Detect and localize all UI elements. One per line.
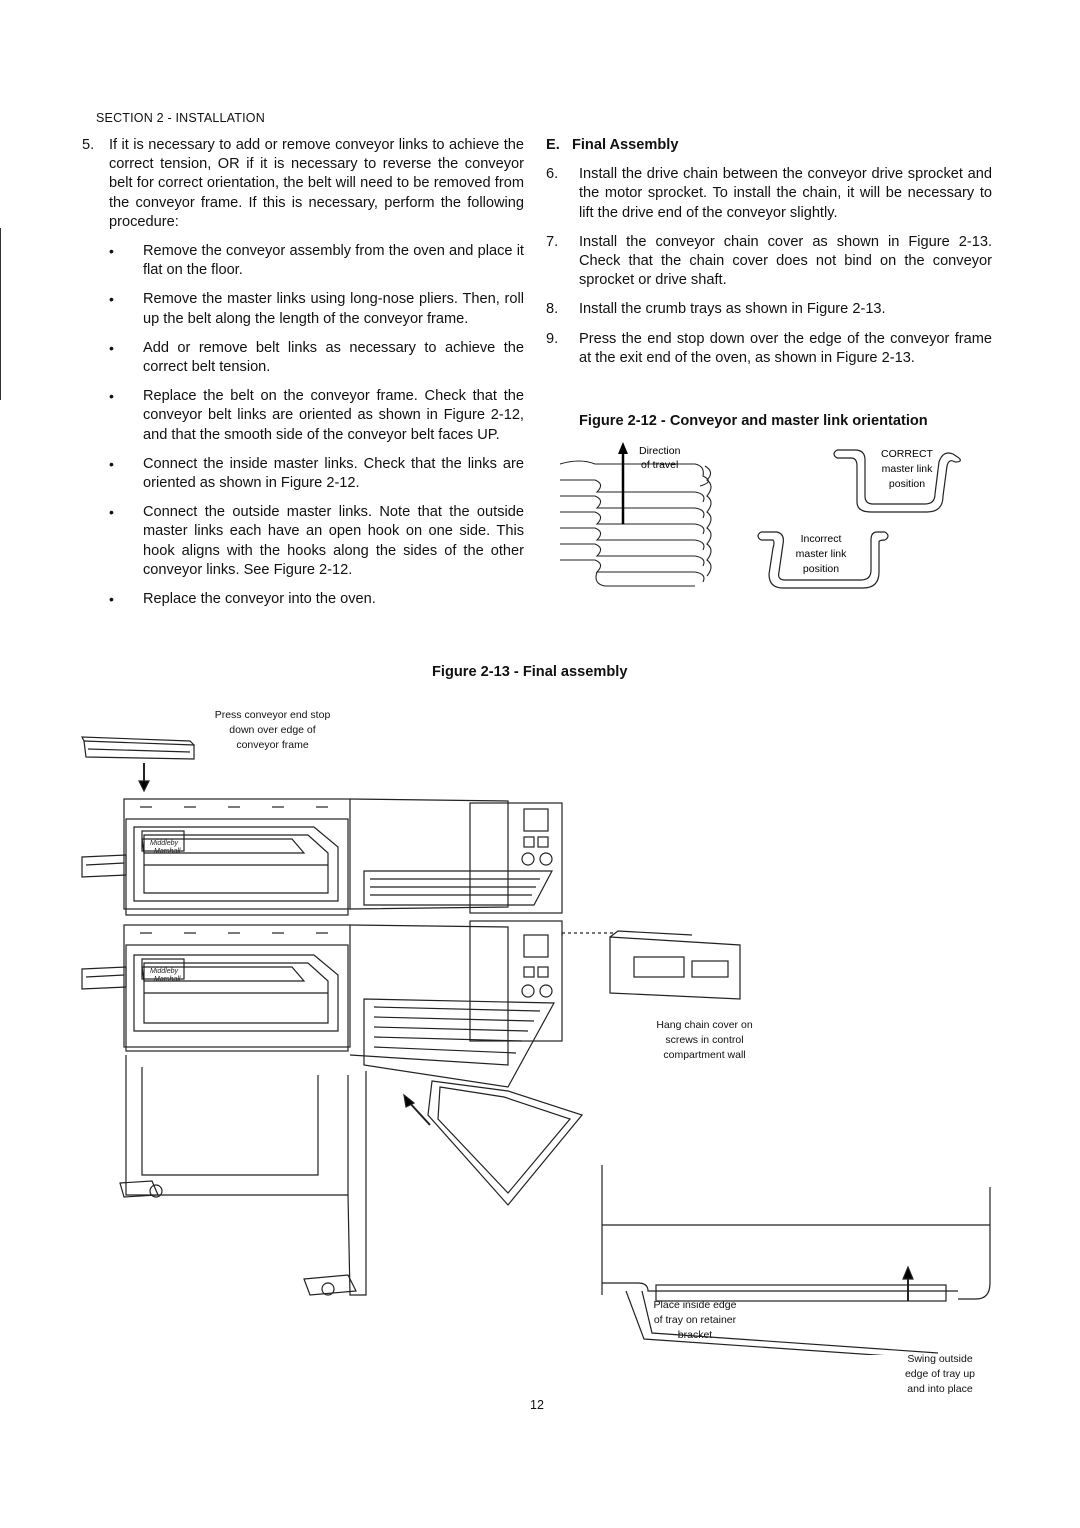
tray-inside-label: Place inside edge of tray on retainer br… [630,1298,760,1343]
direction-label-2: of travel [641,459,678,471]
chain-cover-label-line: compartment wall [663,1049,746,1061]
swing-label: Swing outside edge of tray up and into p… [880,1352,1000,1397]
down-arrow-icon [138,763,150,793]
bullet-item: • Remove the master links using long-nos… [109,290,524,328]
chain-cover-icon [609,930,741,1000]
figure-2-12-caption: Figure 2-12 - Conveyor and master link o… [579,413,928,429]
bullet-text: Remove the master links using long-nose … [143,291,524,327]
figure-2-13-caption: Figure 2-13 - Final assembly [432,664,628,680]
incorrect-label-2: master link [796,548,848,560]
tray-label-line: of tray on retainer [653,1314,737,1326]
figure-2-12-diagram: Direction of travel CORRECT master link … [559,442,961,589]
correct-label-3: position [889,478,925,490]
section-heading: E. Final Assembly [546,137,679,153]
tray-retainer-detail-icon [601,1165,991,1355]
bullet-item: • Remove the conveyor assembly from the … [109,242,524,280]
step-text: Install the conveyor chain cover as show… [579,233,992,289]
bullet-item: • Replace the belt on the conveyor frame… [109,387,524,445]
bullet-item: • Connect the inside master links. Check… [109,455,524,493]
oven-lower-icon: Middleby Marshall [81,920,563,1088]
bullet-text: Connect the outside master links. Note t… [143,504,524,578]
swing-label-line: edge of tray up [904,1368,976,1380]
bullet-item: • Connect the outside master links. Note… [109,503,524,580]
step-text: If it is necessary to add or remove conv… [109,137,524,230]
correct-label-1: CORRECT [881,448,934,460]
swing-label-line: and into place [907,1383,973,1395]
brand-name-lower: Middleby [150,968,179,975]
bullet-item: • Add or remove belt links as necessary … [109,339,524,377]
tray-retainer-arrow-icon [902,1265,914,1301]
page-number: 12 [530,1398,544,1412]
bullet-text: Replace the belt on the conveyor frame. … [143,388,524,443]
step-9: 9. Press the end stop down over the edge… [546,330,992,368]
step-number: 6. [546,166,559,183]
direction-label-1: Direction [639,445,681,457]
incorrect-label-1: Incorrect [801,533,842,545]
endstop-label-line: conveyor frame [236,739,309,751]
step-number: 5. [82,137,95,153]
chain-cover-label-line: screws in control [665,1034,744,1046]
tray-label-line: bracket [677,1329,713,1341]
incorrect-label-3: position [803,563,839,575]
bullet-item: • Replace the conveyor into the oven. [109,590,524,609]
section-header: SECTION 2 - INSTALLATION [96,111,265,125]
endstop-label: Press conveyor end stop down over edge o… [190,708,355,753]
step-6: 6. Install the drive chain between the c… [546,165,992,223]
chain-cover-label: Hang chain cover on screws in control co… [632,1018,777,1063]
step-text: Press the end stop down over the edge of… [579,330,992,366]
chain-cover-label-line: Hang chain cover on [656,1019,753,1031]
step-text: Install the drive chain between the conv… [579,166,992,221]
correct-label-2: master link [882,463,934,475]
bullet-text: Remove the conveyor assembly from the ov… [143,243,524,279]
bullet-list: • Remove the conveyor assembly from the … [82,242,524,609]
oven-stand-icon [119,1055,367,1296]
step-5: 5. If it is necessary to add or remove c… [82,136,524,232]
crumb-tray-icon [427,1080,584,1206]
step-number: 8. [546,301,559,318]
tray-insert-arrow-icon [403,1093,431,1126]
step-7: 7. Install the conveyor chain cover as s… [546,233,992,291]
right-column: E. Final Assembly 6. Install the drive c… [546,136,992,368]
bullet-text: Replace the conveyor into the oven. [143,591,376,608]
bullet-icon: • [109,243,114,260]
correct-master-link-icon [833,449,961,513]
bullet-icon: • [109,339,114,356]
step-8: 8. Install the crumb trays as shown in F… [546,300,992,319]
conveyor-belt-links [559,460,712,587]
bullet-text: Connect the inside master links. Check t… [143,455,524,492]
step-text: Install the crumb trays as shown in Figu… [579,301,886,318]
bullet-icon: • [109,291,114,308]
oven-upper-icon: Middleby Marshall [81,798,563,916]
brand-name-upper: Middleby [150,840,179,847]
bullet-icon: • [109,455,114,472]
brand-name-upper: Marshall [154,848,181,855]
bullet-icon: • [109,504,114,521]
brand-name-lower: Marshall [154,976,181,983]
bullet-icon: • [109,591,114,608]
end-stop-part-icon [81,736,195,760]
left-column: 5. If it is necessary to add or remove c… [82,136,524,609]
step-number: 7. [546,233,559,250]
swing-label-line: Swing outside [907,1353,973,1365]
endstop-label-line: down over edge of [229,724,316,736]
figure-2-13-diagram: Middleby Marshall [81,736,991,1355]
bullet-text: Add or remove belt links as necessary to… [143,339,524,376]
endstop-label-line: Press conveyor end stop [214,709,331,721]
tray-label-line: Place inside edge [653,1299,737,1311]
step-number: 9. [546,330,559,347]
bullet-icon: • [109,388,114,405]
incorrect-master-link-icon [757,531,889,589]
scan-edge-line [0,228,1,400]
direction-arrow-icon [618,442,628,524]
